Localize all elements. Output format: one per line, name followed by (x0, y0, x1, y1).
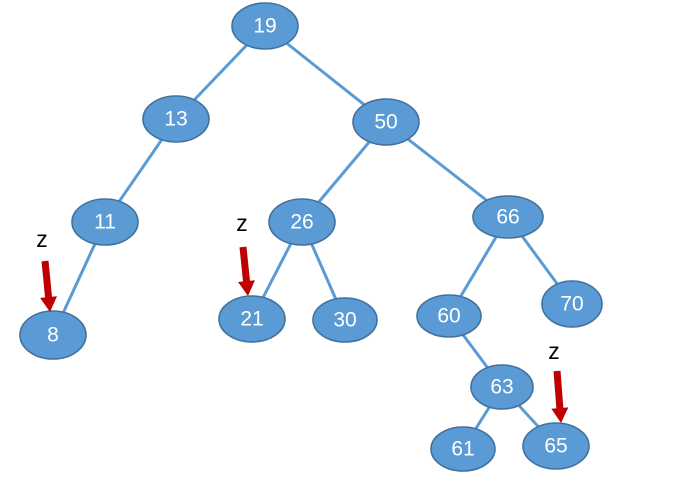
node-ellipse-60 (416, 294, 482, 338)
node-ellipse-65 (522, 422, 590, 470)
node-ellipse-66 (472, 195, 544, 239)
z-arrow-head-65 (551, 407, 569, 423)
node-ellipse-19 (231, 2, 299, 50)
tree-node-50: 50 (352, 98, 420, 146)
z-arrow-shaft-8 (41, 260, 53, 300)
nodes-layer: 19 13 50 11 26 66 8 21 30 60 70 63 61 65 (19, 2, 603, 472)
node-value-66: 66 (496, 206, 519, 229)
tree-node-13: 13 (142, 95, 210, 143)
z-label-21: z (236, 210, 248, 236)
node-ellipse-21 (218, 295, 286, 343)
node-value-65: 65 (544, 435, 567, 458)
z-label-65: z (548, 338, 560, 364)
tree-node-70: 70 (541, 280, 603, 328)
node-value-26: 26 (290, 211, 313, 234)
z-pointer-8: z (36, 226, 57, 312)
node-ellipse-11 (71, 198, 139, 246)
node-ellipse-50 (352, 98, 420, 146)
tree-node-65: 65 (522, 422, 590, 470)
z-pointer-65: z (548, 338, 569, 423)
tree-node-61: 61 (430, 426, 496, 472)
node-value-21: 21 (240, 308, 263, 331)
tree-node-26: 26 (268, 198, 336, 246)
node-value-13: 13 (164, 108, 187, 131)
tree-node-11: 11 (71, 198, 139, 246)
node-ellipse-70 (541, 280, 603, 328)
node-value-19: 19 (253, 15, 276, 38)
tree-node-63: 63 (470, 364, 534, 410)
node-ellipse-61 (430, 426, 496, 472)
node-value-8: 8 (47, 324, 59, 347)
tree-node-19: 19 (231, 2, 299, 50)
node-ellipse-26 (268, 198, 336, 246)
tree-node-21: 21 (218, 295, 286, 343)
node-value-50: 50 (374, 111, 397, 134)
tree-node-8: 8 (19, 310, 87, 360)
z-label-8: z (36, 226, 48, 252)
tree-node-30: 30 (312, 297, 378, 343)
tree-node-60: 60 (416, 294, 482, 338)
node-ellipse-63 (470, 364, 534, 410)
z-pointers-layer: z z z (36, 210, 569, 423)
tree-node-66: 66 (472, 195, 544, 239)
node-value-11: 11 (94, 211, 116, 234)
z-arrow-head-8 (40, 296, 57, 312)
node-value-70: 70 (560, 293, 583, 316)
node-value-61: 61 (451, 438, 474, 461)
node-value-60: 60 (437, 305, 460, 328)
node-value-30: 30 (333, 309, 356, 332)
z-arrow-shaft-21 (239, 246, 251, 284)
node-ellipse-30 (312, 297, 378, 343)
node-value-63: 63 (490, 376, 513, 399)
node-ellipse-13 (142, 95, 210, 143)
z-arrow-head-21 (238, 280, 255, 296)
z-arrow-shaft-65 (553, 370, 564, 411)
z-pointer-21: z (236, 210, 255, 296)
node-ellipse-8 (19, 310, 87, 360)
